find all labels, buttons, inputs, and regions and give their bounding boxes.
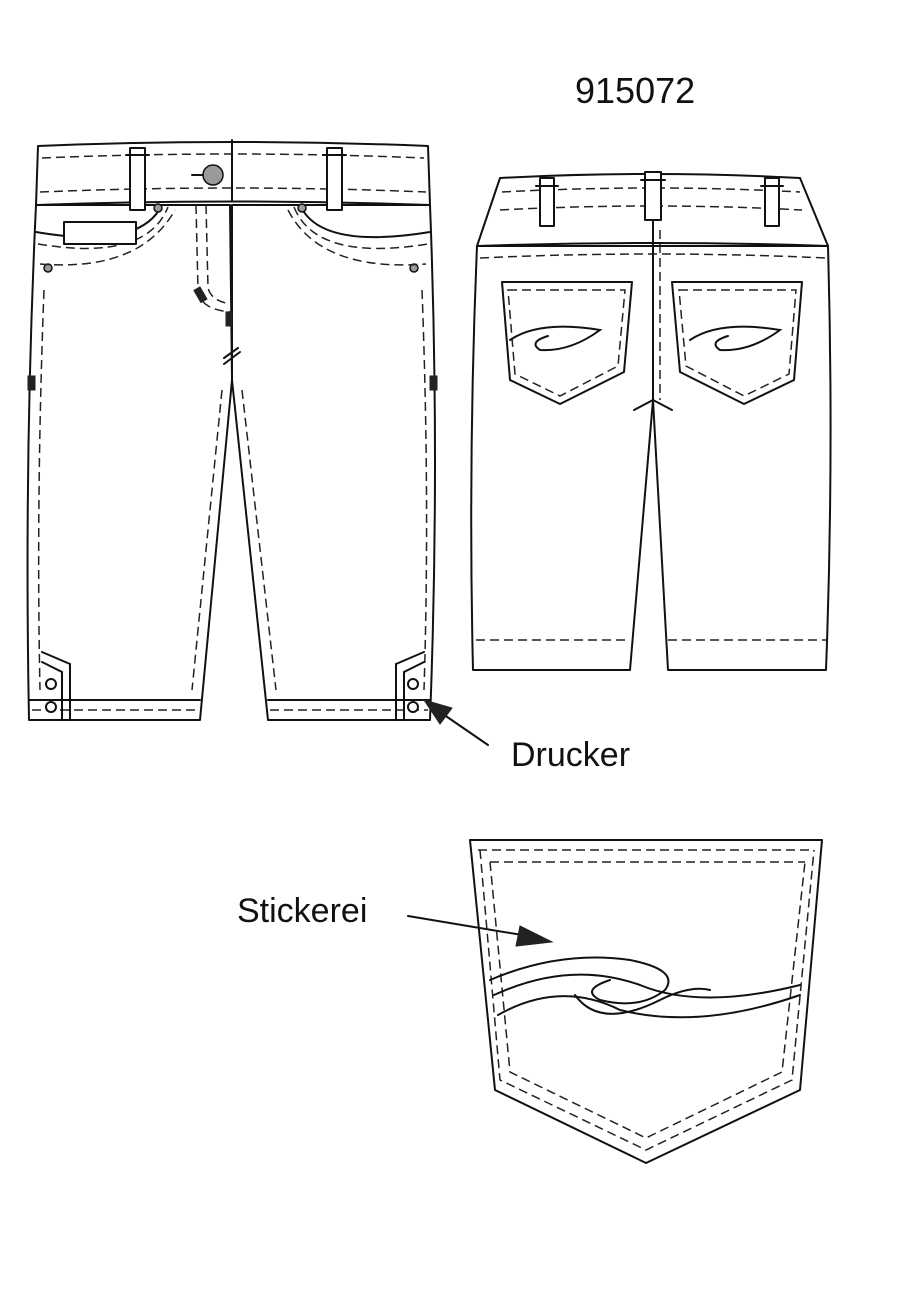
pocket-detail-shape (469, 839, 823, 1164)
drucker-arrow (422, 699, 489, 746)
belt-loop (129, 147, 146, 211)
snap (407, 701, 419, 713)
drucker-label: Drucker (511, 736, 631, 774)
back-view (470, 171, 832, 671)
front-left-leg (26, 204, 233, 721)
coin-pocket (63, 221, 137, 245)
pocket-detail (469, 839, 823, 1164)
style-number: 915072 (575, 70, 696, 111)
front-view (26, 139, 438, 721)
waist-button (202, 164, 224, 186)
snap (407, 678, 419, 690)
snap (45, 678, 57, 690)
back-pocket-left (501, 281, 633, 405)
back-pocket-right (671, 281, 803, 405)
front-right-leg (231, 204, 436, 721)
belt-loop (326, 147, 343, 211)
stickerei-arrow (407, 915, 554, 947)
stickerei-label: Stickerei (237, 892, 368, 930)
snap (45, 701, 57, 713)
